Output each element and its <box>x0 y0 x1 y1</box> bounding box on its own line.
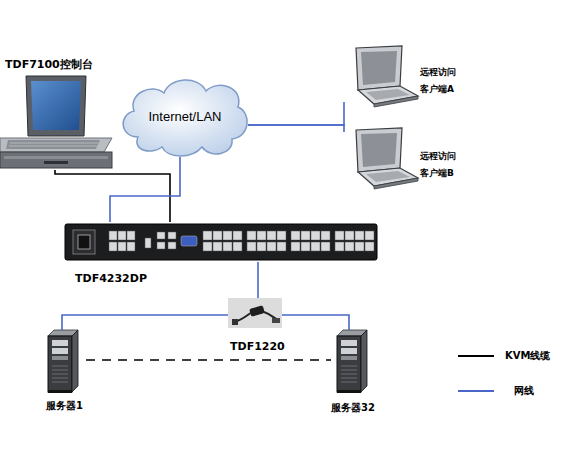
kvm-switch: TDF4232DP <box>65 222 377 262</box>
kvm-adapter: TDF1220 <box>228 298 282 328</box>
console-label: TDF7100控制台 <box>5 58 93 72</box>
legend-kvm-line <box>458 355 494 357</box>
cloud-label: Internet/LAN <box>118 75 252 159</box>
dongle-icon <box>228 298 282 328</box>
server-icon <box>44 330 80 393</box>
legend-label: KVM线缆 <box>505 349 550 363</box>
remote-client: 远程访问 客户端A <box>338 46 418 106</box>
legend-net-line <box>458 390 494 392</box>
laptop-icon <box>338 128 418 188</box>
network-link <box>55 170 170 222</box>
network-link <box>282 315 349 330</box>
network-link <box>248 125 344 132</box>
kvm-console: TDF7100控制台 <box>0 76 112 170</box>
remote-client: 远程访问 客户端B <box>338 128 418 188</box>
adapter-label: TDF1220 <box>230 340 285 354</box>
laptop-icon <box>338 46 418 106</box>
client-label: 远程访问 客户端B <box>420 148 466 182</box>
client-label: 远程访问 客户端A <box>420 64 466 98</box>
server-icon <box>333 330 369 393</box>
server-label: 服务器1 <box>46 400 83 413</box>
server-tower: 服务器32 <box>333 330 369 393</box>
network-link <box>110 157 180 222</box>
console-icon <box>0 76 112 170</box>
legend-label: 网线 <box>514 384 534 398</box>
server-label: 服务器32 <box>331 402 375 415</box>
network-link <box>248 102 344 125</box>
server-tower: 服务器1 <box>44 330 80 393</box>
network-link <box>86 359 331 361</box>
network-link <box>257 262 259 298</box>
network-link <box>62 315 228 330</box>
network-cloud: Internet/LAN <box>118 75 252 159</box>
switch-label: TDF4232DP <box>75 272 147 286</box>
switchbox-icon <box>65 222 377 262</box>
